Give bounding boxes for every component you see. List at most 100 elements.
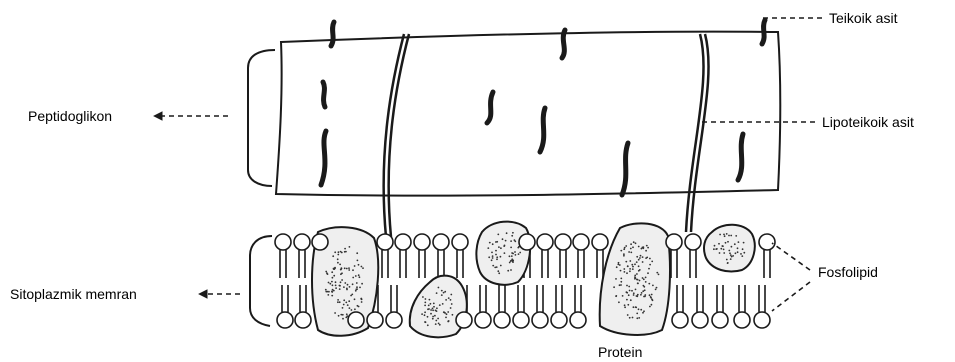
protein-stipple-dot: [642, 277, 644, 279]
protein-stipple-dot: [640, 294, 642, 296]
protein-stipple-dot: [342, 318, 344, 320]
protein-stipple-dot: [487, 247, 489, 249]
protein-stipple-dot: [638, 246, 640, 248]
protein-stipple-dot: [332, 277, 334, 279]
protein-stipple-dot: [652, 299, 654, 301]
protein-stipple-dot: [651, 304, 653, 306]
protein-stipple-dot: [647, 272, 649, 274]
protein-stipple-dot: [645, 257, 647, 259]
protein-stipple-dot: [430, 303, 432, 305]
protein-stipple-dot: [624, 247, 626, 249]
cytoplasmic-membrane-label: Sitoplazmik memran: [10, 286, 137, 302]
protein-stipple-dot: [619, 264, 621, 266]
protein-stipple-dot: [327, 294, 329, 296]
protein-stipple-dot: [331, 271, 333, 273]
protein-stipple-dot: [512, 260, 514, 262]
protein-stipple-dot: [450, 294, 452, 296]
protein-stipple-dot: [428, 305, 430, 307]
protein-stipple-dot: [356, 282, 358, 284]
membrane-protein: [476, 222, 530, 285]
protein-stipple-dot: [510, 269, 512, 271]
lipoteichoic-acid-strand: [691, 34, 709, 232]
phospholipid-head: [551, 312, 567, 328]
protein-stipple-dot: [631, 264, 633, 266]
protein-stipple-dot: [656, 287, 658, 289]
protein-stipple-dot: [509, 262, 511, 264]
protein-stipple-dot: [512, 232, 514, 234]
protein-stipple-dot: [334, 267, 336, 269]
protein-stipple-dot: [630, 248, 632, 250]
protein-stipple-dot: [626, 291, 628, 293]
protein-stipple-dot: [639, 280, 641, 282]
protein-stipple-dot: [328, 282, 330, 284]
protein-stipple-dot: [519, 252, 521, 254]
protein-stipple-dot: [628, 294, 630, 296]
protein-label: Protein: [598, 344, 642, 360]
protein-stipple-dot: [422, 296, 424, 298]
protein-stipple-dot: [335, 287, 337, 289]
protein-stipple-dot: [358, 274, 360, 276]
protein-stipple-dot: [348, 267, 350, 269]
protein-stipple-dot: [638, 308, 640, 310]
protein-stipple-dot: [515, 254, 517, 256]
protein-stipple-dot: [333, 268, 335, 270]
protein-stipple-dot: [643, 285, 645, 287]
protein-stipple-dot: [337, 258, 339, 260]
protein-stipple-dot: [626, 272, 628, 274]
phospholipid-head: [277, 312, 293, 328]
protein-stipple-dot: [628, 251, 630, 253]
protein-stipple-dot: [352, 277, 354, 279]
protein-stipple-dot: [349, 286, 351, 288]
protein-stipple-dot: [343, 304, 345, 306]
protein-stipple-dot: [347, 304, 349, 306]
protein-stipple-dot: [630, 243, 632, 245]
protein-stipple-dot: [738, 241, 740, 243]
protein-stipple-dot: [362, 267, 364, 269]
protein-stipple-dot: [338, 315, 340, 317]
protein-stipple-dot: [507, 270, 509, 272]
protein-stipple-dot: [427, 316, 429, 318]
protein-stipple-dot: [642, 290, 644, 292]
protein-stipple-dot: [348, 269, 350, 271]
protein-stipple-dot: [734, 243, 736, 245]
protein-stipple-dot: [637, 279, 639, 281]
protein-stipple-dot: [649, 258, 651, 260]
protein-outline: [704, 225, 755, 272]
peptidoglycan-label: Peptidoglikon: [28, 108, 112, 124]
protein-stipple-dot: [343, 299, 345, 301]
protein-stipple-dot: [356, 252, 358, 254]
protein-stipple-dot: [727, 241, 729, 243]
protein-stipple-dot: [424, 311, 426, 313]
protein-stipple-dot: [731, 246, 733, 248]
phospholipid-head: [275, 234, 291, 250]
protein-stipple-dot: [360, 298, 362, 300]
protein-stipple-dot: [629, 317, 631, 319]
protein-stipple-dot: [646, 245, 648, 247]
protein-stipple-dot: [355, 275, 357, 277]
protein-stipple-dot: [651, 261, 653, 263]
protein-stipple-dot: [430, 309, 432, 311]
protein-stipple-dot: [615, 278, 617, 280]
protein-stipple-dot: [340, 273, 342, 275]
protein-stipple-dot: [642, 261, 644, 263]
protein-stipple-dot: [442, 303, 444, 305]
protein-stipple-dot: [730, 235, 732, 237]
protein-stipple-dot: [500, 247, 502, 249]
protein-stipple-dot: [438, 287, 440, 289]
phospholipid-head: [414, 234, 430, 250]
protein-stipple-dot: [450, 299, 452, 301]
protein-stipple-dot: [435, 310, 437, 312]
protein-stipple-dot: [623, 248, 625, 250]
protein-stipple-dot: [425, 298, 427, 300]
protein-stipple-dot: [722, 245, 724, 247]
protein-stipple-dot: [622, 295, 624, 297]
phospholipid-head: [519, 234, 535, 250]
phospholipid-head: [555, 234, 571, 250]
protein-stipple-dot: [335, 285, 337, 287]
protein-stipple-dot: [640, 309, 642, 311]
protein-stipple-dot: [497, 234, 499, 236]
protein-stipple-dot: [652, 285, 654, 287]
protein-stipple-dot: [623, 253, 625, 255]
protein-stipple-dot: [625, 245, 627, 247]
protein-stipple-dot: [623, 268, 625, 270]
